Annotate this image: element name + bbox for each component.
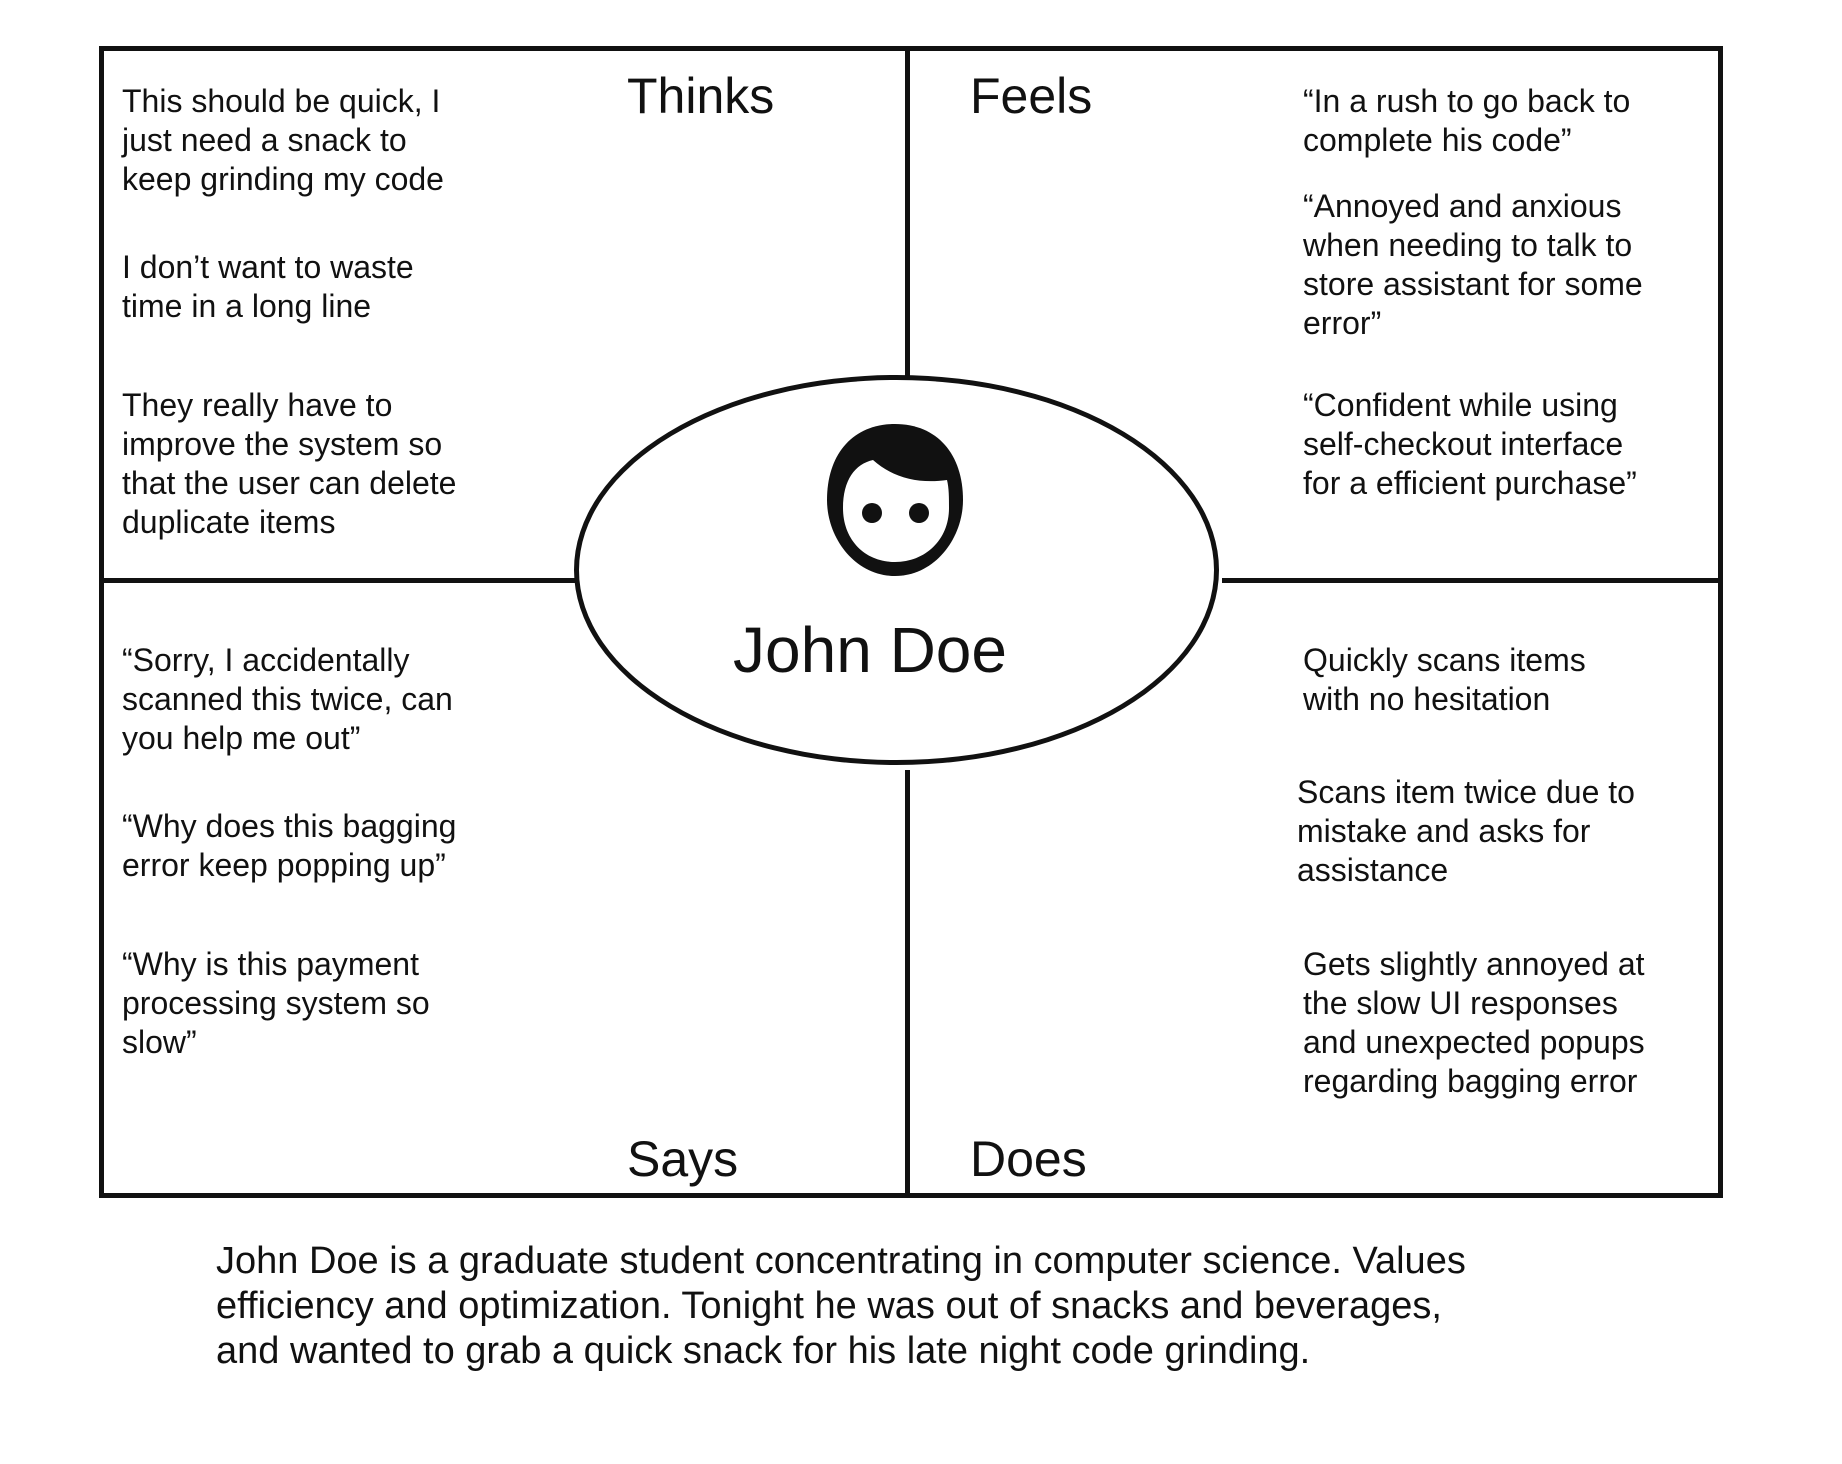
user-face-icon: [827, 424, 963, 576]
does-note: Gets slightly annoyed at the slow UI res…: [1303, 946, 1645, 1099]
persona-description: John Doe is a graduate student concentra…: [216, 1240, 1466, 1372]
divider-vertical-top: [905, 46, 910, 376]
feels-note: “Annoyed and anxious when needing to tal…: [1303, 188, 1643, 341]
says-note: “Sorry, I accidentally scanned this twic…: [122, 642, 453, 756]
persona-name: John Doe: [733, 614, 1007, 686]
divider-horizontal-right: [1222, 578, 1723, 583]
quadrant-title-does: Does: [970, 1131, 1087, 1187]
feels-note: “In a rush to go back to complete his co…: [1303, 83, 1631, 158]
quadrant-title-feels: Feels: [970, 68, 1093, 124]
feels-note: “Confident while using self-checkout int…: [1303, 387, 1637, 501]
divider-horizontal-left: [99, 578, 575, 583]
does-note: Quickly scans items with no hesitation: [1303, 642, 1586, 717]
quadrant-title-says: Says: [627, 1131, 739, 1187]
says-note: “Why does this bagging error keep poppin…: [122, 808, 457, 883]
thinks-note: I don’t want to waste time in a long lin…: [122, 249, 414, 324]
thinks-note: This should be quick, I just need a snac…: [122, 83, 444, 197]
quadrant-title-thinks: Thinks: [627, 68, 775, 124]
empathy-map-frame: [99, 46, 1723, 1198]
divider-vertical-bottom: [905, 770, 910, 1198]
thinks-note: They really have to improve the system s…: [122, 387, 457, 540]
does-note: Scans item twice due to mistake and asks…: [1297, 774, 1635, 888]
says-note: “Why is this payment processing system s…: [122, 946, 430, 1060]
